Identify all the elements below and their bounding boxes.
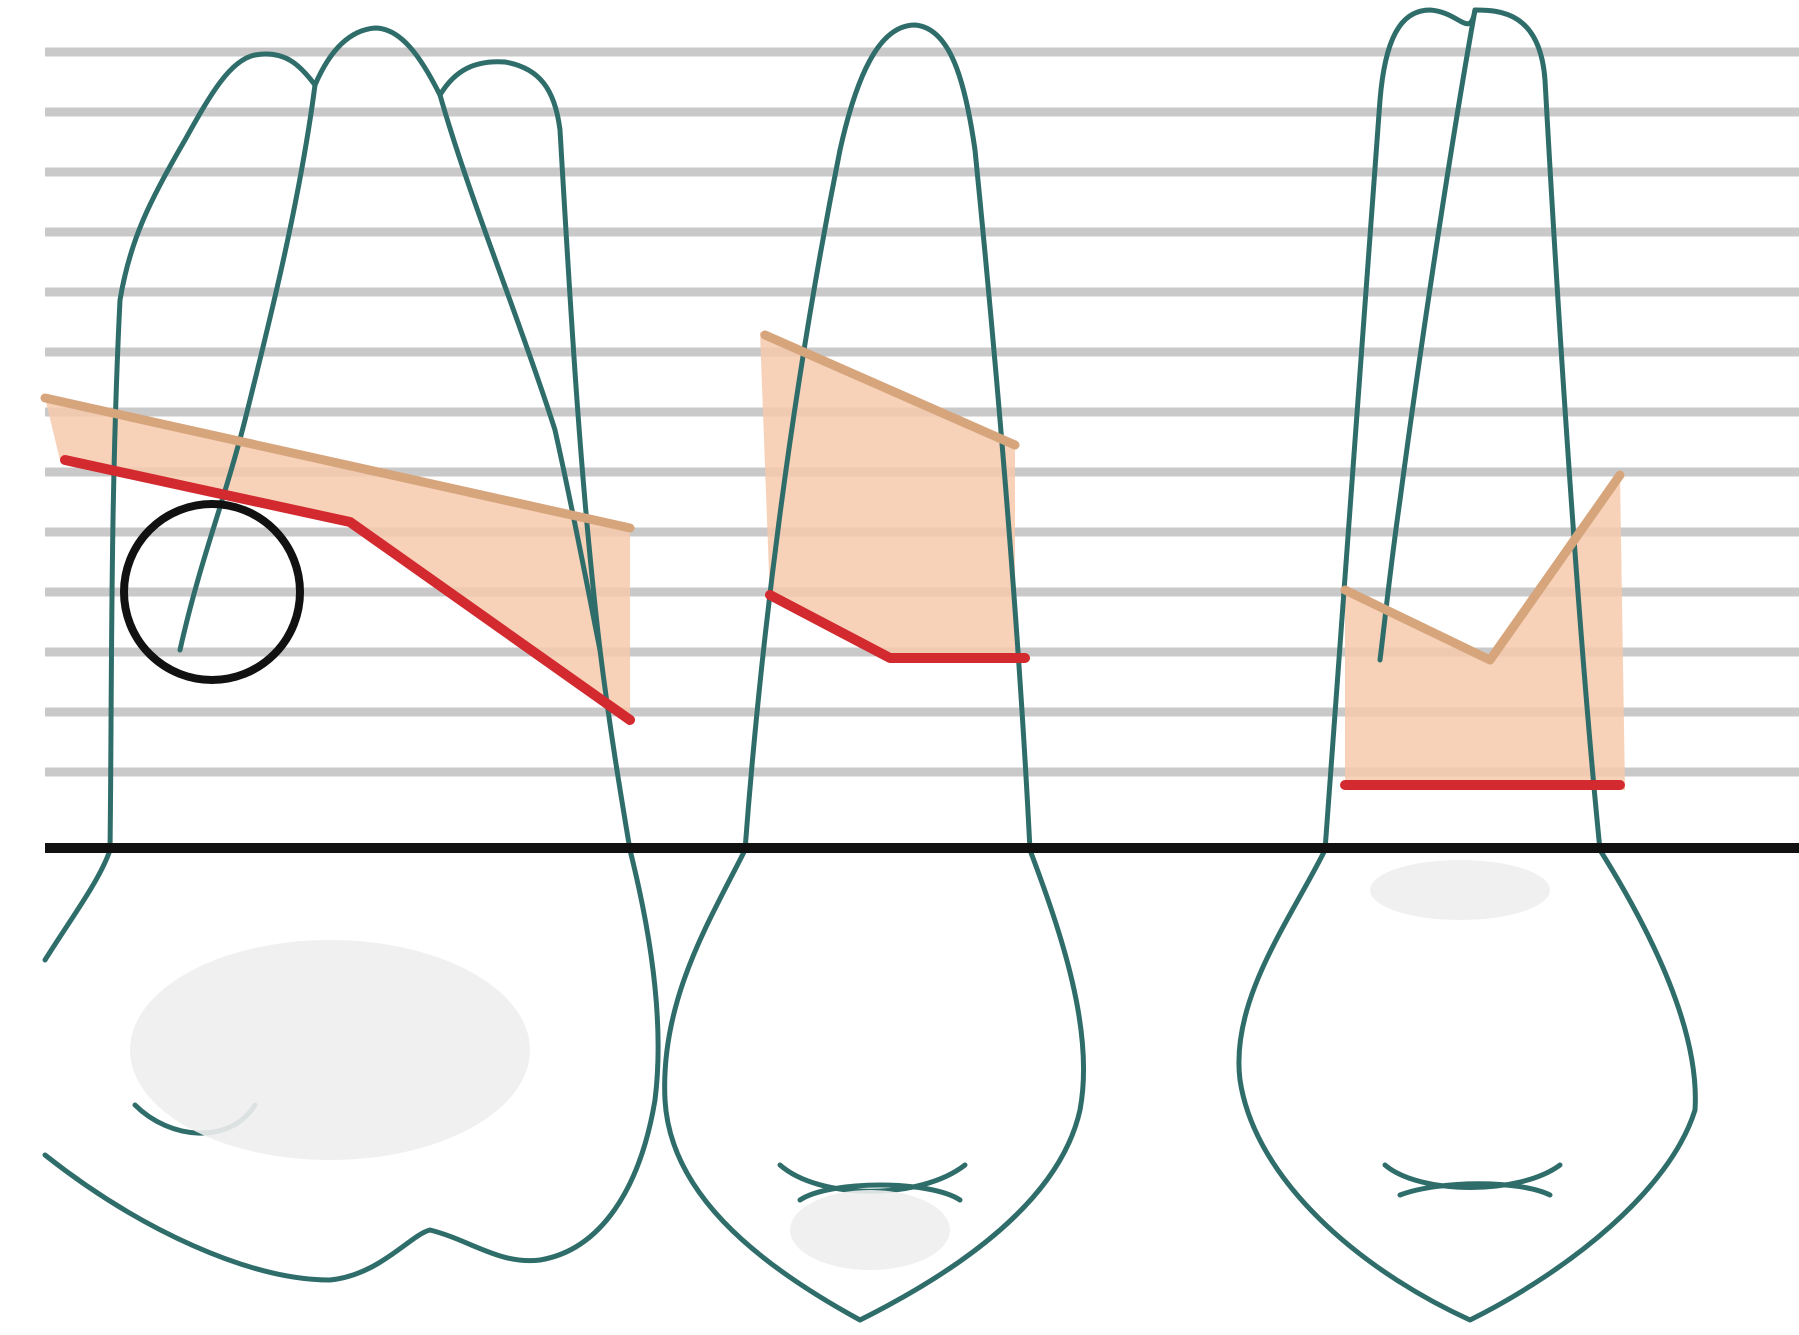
shade-molar [130,940,530,1160]
shade-premolar [790,1190,950,1270]
shade-premolar-two-root [1370,860,1550,920]
